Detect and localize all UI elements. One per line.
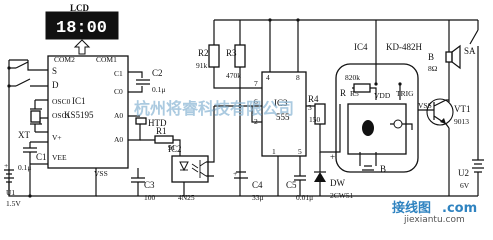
ic1-pin-vplus: V+	[52, 133, 62, 142]
ic2-optocoupler: IC2 4N25	[168, 106, 215, 202]
ic1-pin-vee: VEE	[52, 153, 67, 162]
speaker-value: 8Ω	[428, 64, 438, 73]
r1-label: R1	[156, 126, 167, 136]
ic1-pin-d: D	[52, 80, 59, 90]
ic3-pin-8: 8	[296, 73, 300, 82]
watermark-logo: 接线图 .com jiexiantu.com	[392, 200, 477, 225]
ic1-pin-a0-top: A0	[114, 111, 123, 120]
ic3-pin-3: 3	[308, 103, 312, 112]
r2-label: R2	[198, 48, 209, 58]
ic4-pin-b: B	[380, 164, 386, 174]
ic1-pin-s: S	[52, 66, 57, 76]
sa-label: SA	[464, 46, 476, 56]
ic1-pin-c1: C1	[114, 69, 123, 78]
c4-label: C4	[252, 180, 263, 190]
ic1-pin-a0-bot: A0	[114, 135, 123, 144]
ic1-pin-osc1: OSC1	[52, 111, 71, 120]
ic4-pin-vss: VSS	[418, 101, 432, 110]
lcd-module: LCD 18:00	[45, 3, 119, 55]
watermark-dotcom: .com	[442, 201, 477, 216]
r1-value: 91	[168, 143, 176, 152]
ic1-part: KS5195	[64, 110, 94, 120]
lcd-label: LCD	[70, 3, 90, 13]
r3-value: 470k	[226, 71, 241, 80]
ic1-right-wiring: C2 0.1μ HTD R1 91 C3 100	[96, 68, 200, 202]
xt-label: XT	[18, 130, 30, 140]
u2-label: U2	[458, 168, 469, 178]
r4-value: 150	[309, 115, 321, 124]
output-stage: B 8Ω SA VT1 9013 U2 6V	[330, 20, 484, 197]
u1-label: U1	[6, 188, 15, 197]
lcd-readout: 18:00	[56, 19, 107, 38]
r4-label: R4	[308, 94, 319, 104]
ic1-left-wiring: XT C1 0.1μ U1 1.5V +	[4, 59, 97, 208]
r2-value: 91k	[196, 61, 208, 70]
c1-value: 0.1μ	[18, 163, 31, 172]
ic3-pin-5: 5	[298, 147, 302, 156]
ic4-pin-r: R	[340, 88, 346, 98]
dw-label: DW	[330, 178, 345, 188]
r3-label: R3	[226, 48, 237, 58]
u1-value: 1.5V	[6, 199, 21, 208]
ic1-pin-com1: COM1	[96, 55, 117, 64]
ic3-pin-7: 7	[254, 79, 258, 88]
ic4-k820: 820k	[345, 73, 360, 82]
c3-label: C3	[144, 180, 155, 190]
ic4-ref: IC4	[354, 42, 368, 52]
ic3-ref: IC3	[274, 98, 288, 108]
c5-value: 0.01μ	[296, 193, 313, 202]
vt1-label: VT1	[454, 104, 471, 114]
watermark-site: jiexiantu.com	[403, 215, 465, 225]
ic1-block: COM2 COM1 S D OSC0 OSC1 V+ VEE VSS C1 C0…	[47, 55, 129, 178]
ic3-pin-1: 1	[272, 147, 276, 156]
ic1-pin-com2: COM2	[54, 55, 75, 64]
c2-value: 0.1μ	[152, 85, 165, 94]
c2-label: C2	[152, 68, 163, 78]
c4-value: 33μ	[252, 193, 264, 202]
c3-value: 100	[144, 193, 156, 202]
ic3-pin-4: 4	[266, 73, 270, 82]
ic4-pin-trig: TRIG	[396, 89, 414, 98]
circuit-diagram: LCD 18:00 COM2 COM1 S D OSC0 OSC1 V+ VEE…	[4, 3, 484, 225]
ic4-pin-vdd: VDD	[374, 91, 391, 100]
htd-label: HTD	[148, 118, 167, 128]
c1-label: C1	[36, 152, 47, 162]
speaker-label: B	[428, 52, 434, 62]
vt1-value: 9013	[454, 117, 469, 126]
watermark-logo-text: 接线图	[392, 200, 431, 216]
watermark-center: 杭州将睿科技有限公司	[134, 99, 294, 118]
ic1-pin-osc0: OSC0	[52, 97, 71, 106]
ic3-pin-6: 6	[254, 97, 258, 106]
ic1-ref: IC1	[72, 96, 86, 106]
c5-label: C5	[286, 180, 297, 190]
ic2-part: 4N25	[178, 193, 195, 202]
ic1-pin-c0: C0	[114, 87, 123, 96]
ic4-kd482h: IC4 KD-482H 820k R R5 VDD TRIG VSS B	[332, 20, 432, 174]
c4-plus: +	[233, 169, 237, 178]
ic2-ref: IC2	[168, 144, 182, 154]
ic4-part: KD-482H	[386, 42, 422, 52]
u1-plus: +	[4, 161, 8, 170]
ic1-pin-vss: VSS	[94, 169, 108, 178]
ic3-part: 555	[276, 112, 290, 122]
ic4-r5: R5	[350, 89, 359, 98]
ic3-bias-network: R2 91k R3 470k + C4 33μ	[196, 19, 478, 202]
u2-value: 6V	[460, 181, 470, 190]
